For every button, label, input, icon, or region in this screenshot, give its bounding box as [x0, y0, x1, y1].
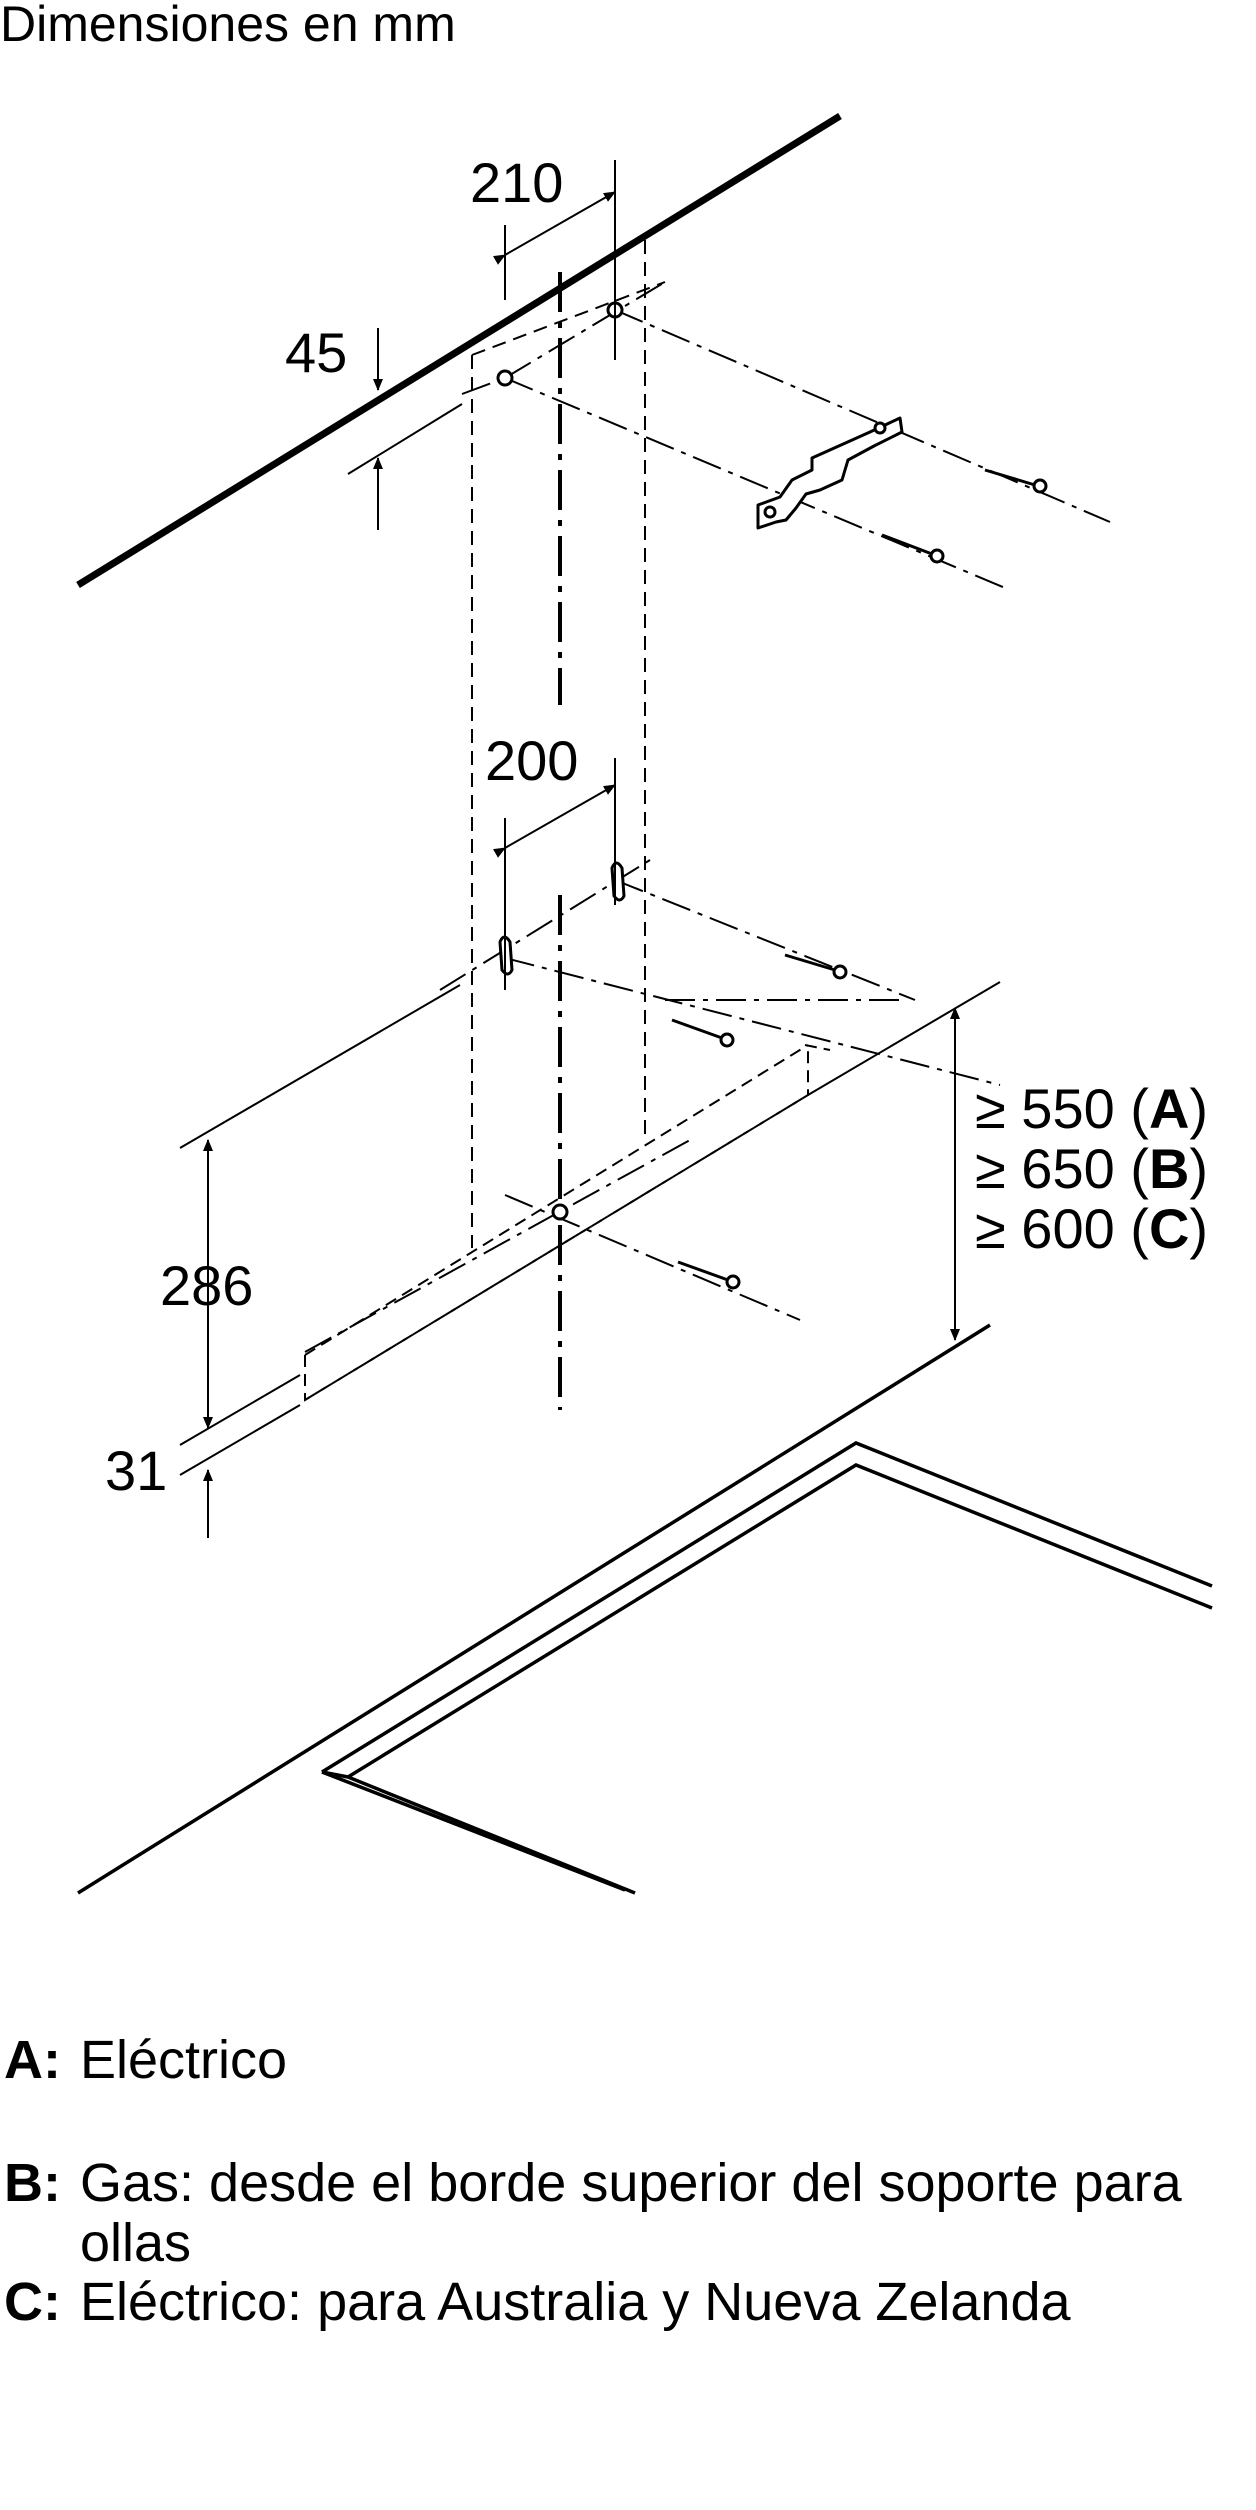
lower-fixing-guides — [304, 1139, 801, 1353]
installation-diagram: 210 45 200 286 31 ≥ 550 (A) ≥ 650 (B) ≥ … — [76, 113, 1213, 1895]
dimension-200-lines — [492, 758, 616, 990]
ceiling-line — [76, 113, 842, 588]
dimension-31: 31 — [105, 1439, 167, 1502]
middle-fixing-guides — [439, 859, 1001, 1086]
clearance-c: ≥ 600 (C) — [975, 1197, 1208, 1260]
clearance-dimension-lines — [807, 981, 1001, 1341]
dimension-286: 286 — [160, 1254, 253, 1317]
screw-icon — [881, 468, 1048, 564]
top-fixing-guides — [461, 281, 1111, 591]
dimension-45: 45 — [285, 321, 347, 384]
dimension-210-lines — [492, 160, 616, 360]
diagram-title: Dimensiones en mm — [0, 0, 456, 52]
wall-bracket-icon — [756, 416, 904, 530]
clearance-a: ≥ 550 (A) — [975, 1077, 1208, 1140]
clearance-b: ≥ 650 (B) — [975, 1137, 1208, 1200]
dimension-210: 210 — [470, 151, 563, 214]
screw-icon — [677, 1260, 741, 1290]
chimney-outline — [471, 240, 666, 1248]
dimension-286-lines — [179, 984, 461, 1538]
dimension-200: 200 — [485, 729, 578, 792]
hood-body-outline — [304, 1044, 831, 1402]
lower-fixing-hole — [551, 1203, 569, 1221]
cooktop-outline — [77, 1323, 1213, 1895]
top-fixing-holes — [496, 301, 624, 387]
dimension-45-lines — [347, 328, 463, 530]
screw-icon — [671, 953, 848, 1048]
